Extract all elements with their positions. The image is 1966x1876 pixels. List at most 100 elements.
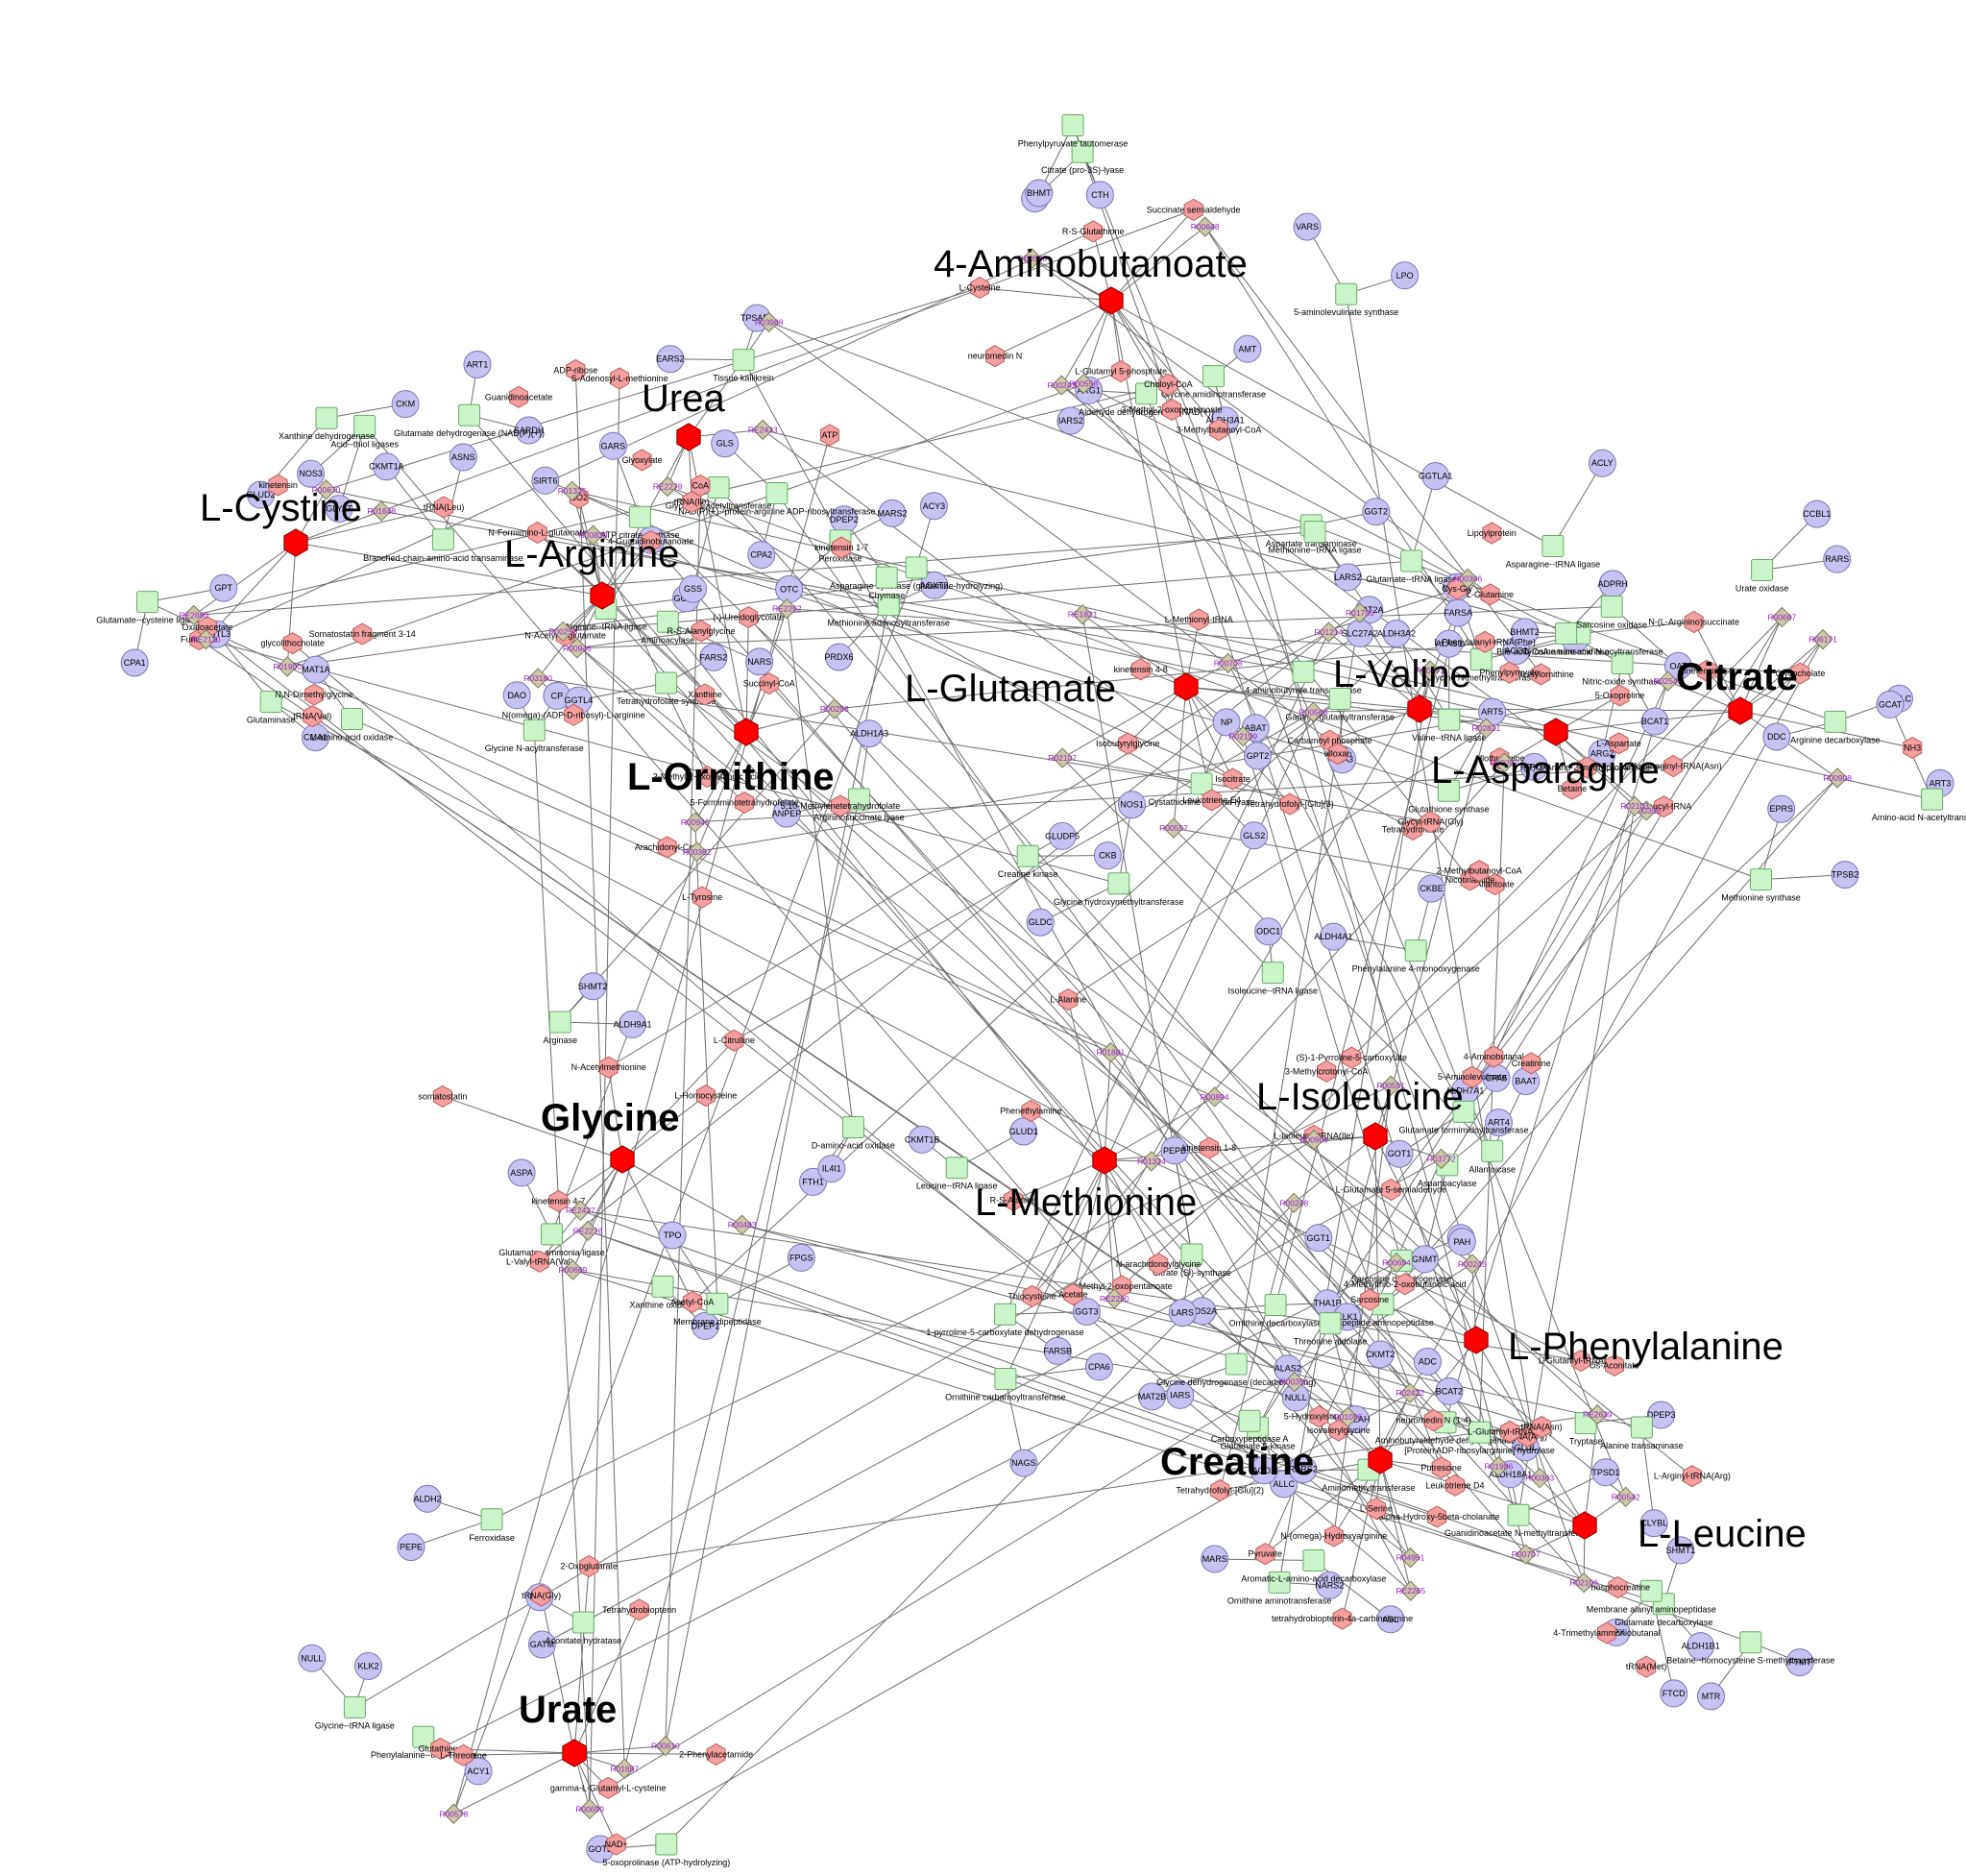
reaction-node-r00551-6[interactable] — [1380, 1075, 1401, 1096]
gene-node-ckbe-133[interactable] — [1418, 874, 1445, 903]
gene-node-shmt1-87[interactable] — [1666, 1536, 1695, 1565]
enzyme-node-gamma-glutamyltransferase[interactable] — [1328, 688, 1351, 710]
enzyme-node-glutamate-trna-ligase[interactable] — [1400, 549, 1423, 573]
gene-node-acy1-78[interactable] — [464, 1757, 493, 1786]
gene-node-aldh3a2-7[interactable] — [1382, 620, 1411, 647]
enzyme-node-glycine-hydroxymethyltransferase[interactable] — [1107, 872, 1130, 895]
reaction-node-r00542-34[interactable] — [1615, 1486, 1637, 1508]
reaction-node-re2260-45[interactable] — [1104, 1288, 1125, 1309]
reaction-node-re0586-37[interactable] — [1022, 248, 1043, 269]
gene-node-art4-11[interactable] — [1485, 1109, 1513, 1137]
gene-node-oat-73[interactable] — [1663, 651, 1692, 680]
enzyme-node-amino-acid-n-acetyltransferase[interactable] — [1921, 788, 1944, 811]
gene-node-nars2-68[interactable] — [1315, 1571, 1344, 1599]
metabolite-node-3-methylbutanoyl-coa[interactable] — [1208, 418, 1228, 442]
enzyme-node-argininosuccinate-lyase[interactable] — [847, 788, 870, 811]
enzyme-node-xanthine-oxidase[interactable] — [651, 1275, 674, 1298]
reaction-node-r00707-18[interactable] — [1515, 1544, 1537, 1565]
metabolite-node-tetrahydrofolyl-glu-3[interactable] — [1280, 792, 1300, 816]
reaction-node-r01900-32[interactable] — [277, 656, 298, 677]
gene-node-ckmt2-137[interactable] — [1366, 1340, 1395, 1369]
metabolite-node-l-alanine[interactable] — [1058, 988, 1079, 1011]
metabolite-node-3-methyl-2-oxopentanoate[interactable] — [1162, 398, 1182, 421]
enzyme-node-nitric-oxide-synthase[interactable] — [1611, 652, 1634, 674]
metabolite-node-l-tyrosine[interactable] — [692, 886, 713, 909]
enzyme-node-aminoacylase[interactable] — [656, 610, 679, 633]
gene-node-dpep1-80[interactable] — [691, 1311, 719, 1340]
gene-node-iars-109[interactable] — [1166, 1380, 1195, 1409]
gene-node-adc-30[interactable] — [1413, 1348, 1442, 1376]
enzyme-node-arginine-decarboxylase[interactable] — [1824, 710, 1847, 733]
enzyme-node-glycine-trna-ligase[interactable] — [343, 1695, 366, 1718]
gene-node-ckmt1b-134[interactable] — [908, 1125, 936, 1154]
metabolite-node-phenylpyruvate[interactable] — [1499, 661, 1519, 684]
gene-node-gatm-40[interactable] — [527, 1630, 556, 1659]
reaction-node-r00245-20[interactable] — [1462, 1254, 1483, 1275]
gene-node-got1-61[interactable] — [1385, 1139, 1414, 1168]
metabolite-node-3-methylcrotonyl-coa[interactable] — [1317, 1060, 1337, 1083]
reaction-node-r00363-50[interactable] — [1529, 1467, 1550, 1489]
gene-node-mars-106[interactable] — [1201, 1545, 1229, 1573]
gene-node-gpt-59[interactable] — [209, 573, 238, 602]
gene-node-sirt6-12[interactable] — [531, 466, 560, 495]
enzyme-node-acid-thiol-ligases[interactable] — [353, 414, 376, 437]
reaction-node-r00648-53[interactable] — [1195, 216, 1216, 237]
gene-node-ckmt1a-132[interactable] — [372, 452, 400, 481]
gene-node-tpsd1-131[interactable] — [1591, 1458, 1620, 1487]
reaction-node-re1821-35[interactable] — [1072, 604, 1093, 625]
reaction-node-r03968-14[interactable] — [758, 311, 780, 333]
metabolite-node-l-asparaginyl-trna-asn[interactable] — [1663, 754, 1684, 778]
gene-node-gpt2-60[interactable] — [1244, 742, 1272, 770]
reaction-node-r00578-25[interactable] — [443, 1803, 465, 1824]
gene-node-ears2-47[interactable] — [656, 345, 685, 374]
hub-node-creatine[interactable] — [1368, 1446, 1393, 1474]
reaction-node-r02422-4[interactable] — [1399, 1382, 1420, 1403]
reaction-node-re2276-63[interactable] — [577, 1220, 598, 1242]
enzyme-node-membrane-dipeptidase[interactable] — [706, 1292, 729, 1315]
metabolite-node-5-formiminotetrahydrofolate[interactable] — [735, 791, 755, 814]
metabolite-node-glycolithocholate[interactable] — [282, 632, 303, 655]
gene-node-ftcd-43[interactable] — [1660, 1679, 1688, 1708]
metabolite-node-4-aminobutanal[interactable] — [1484, 1045, 1504, 1068]
metabolite-node-trna-ile[interactable] — [682, 491, 702, 514]
metabolite-node-n-acetylmethionine[interactable] — [598, 1056, 619, 1079]
metabolite-node-4-methylthio-2-oxobutanoic-acid[interactable] — [1395, 1273, 1415, 1296]
reaction-node-r00558-5[interactable] — [1073, 373, 1095, 395]
metabolite-node-atp[interactable] — [819, 424, 839, 447]
gene-node-aldh2-2[interactable] — [413, 1484, 442, 1513]
enzyme-node-ornithine-decarboxylase[interactable] — [1264, 1294, 1287, 1316]
metabolite-node-l-homocysteine[interactable] — [695, 1084, 716, 1108]
gene-node-glud2-53[interactable] — [247, 480, 275, 509]
enzyme-node-d-amino-acid-oxidase[interactable] — [841, 1116, 864, 1138]
gene-node-gss-72[interactable] — [679, 574, 707, 603]
gene-node-ggt3-36[interactable] — [1072, 1298, 1101, 1326]
reaction-node-r00830-39[interactable] — [582, 524, 604, 546]
enzyme-node-urate-oxidase[interactable] — [1751, 559, 1774, 581]
gene-node-aldh4a1-51[interactable] — [1319, 922, 1347, 951]
gene-node-null-18[interactable] — [298, 1644, 327, 1672]
reaction-node-r02821-56[interactable] — [1475, 718, 1497, 739]
metabolite-node-lipoylprotein[interactable] — [1482, 522, 1502, 545]
metabolite-node-l-glutamyl-5-phosphate[interactable] — [1111, 360, 1131, 383]
reaction-node-r06171-49[interactable] — [1812, 628, 1833, 650]
metabolite-node-l-glutamyl-trna-gln[interactable] — [1500, 1420, 1520, 1443]
metabolite-node-glycocholate[interactable] — [1790, 662, 1810, 685]
metabolite-node-r-s-glutathione[interactable] — [1083, 220, 1104, 243]
reaction-node-re2278-62[interactable] — [657, 475, 678, 498]
reaction-node-r00908-54[interactable] — [1303, 1129, 1324, 1151]
metabolite-node-glyoxylate[interactable] — [632, 449, 652, 472]
metabolite-node-kinetensin[interactable] — [268, 474, 288, 497]
enzyme-node-glutathione-synthase[interactable] — [1437, 779, 1460, 802]
gene-node-dao-101[interactable] — [502, 681, 531, 710]
reaction-node-r00243-21[interactable] — [1051, 375, 1073, 396]
enzyme-node-glutaminase[interactable] — [259, 691, 282, 714]
reaction-node-r01325-30[interactable] — [562, 480, 583, 501]
reaction-node-re2110-48[interactable] — [195, 628, 217, 650]
metabolite-node-tetrahydrofolyl-glu-2[interactable] — [1210, 1478, 1230, 1502]
enzyme-node-betaine-homocysteine-s-methyltransferase[interactable] — [1739, 1631, 1762, 1654]
metabolite-node-r-s-alanine[interactable] — [1003, 1188, 1023, 1211]
gene-node-mat1a-75[interactable] — [302, 655, 330, 684]
gene-node-lars2-120[interactable] — [1333, 563, 1362, 592]
gene-node-gars-94[interactable] — [598, 431, 627, 460]
gene-node-ccbl1-108[interactable] — [1803, 499, 1832, 528]
